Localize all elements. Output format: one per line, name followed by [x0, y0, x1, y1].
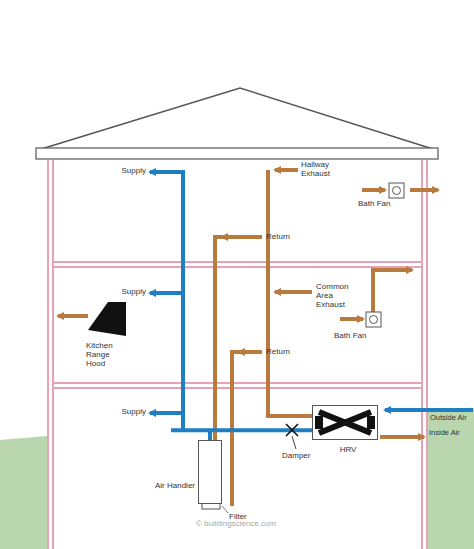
- air-label: Inside Air: [429, 428, 460, 437]
- damper-label: Damper: [282, 451, 310, 460]
- hood-label: Kitchen Range Hood: [86, 341, 128, 368]
- bath-fan: [389, 183, 404, 198]
- leader-line: [222, 506, 228, 513]
- air-label: Outside Air: [430, 413, 467, 422]
- fan-label: Bath Fan: [334, 331, 368, 340]
- node-label: HRV: [333, 445, 363, 454]
- air-handler-box: Air Handler: [198, 440, 222, 504]
- range-hood: [88, 302, 126, 336]
- duct-label: Hallway Exhaust: [301, 160, 341, 178]
- supply-duct: [150, 172, 473, 430]
- house-interior: [47, 160, 428, 549]
- bath-fan: [370, 316, 378, 324]
- duct-label: Supply: [108, 166, 146, 175]
- duct-label: Supply: [108, 407, 146, 416]
- duct-label: Common Area Exhaust: [316, 282, 356, 309]
- damper-symbol: [286, 424, 298, 449]
- bath-fan: [366, 312, 381, 327]
- watermark: © buildingscience.com: [196, 519, 276, 528]
- exhaust-return-ducts: [58, 170, 438, 506]
- fan-label: Bath Fan: [358, 199, 392, 208]
- roof: [38, 88, 436, 150]
- eave: [36, 148, 438, 159]
- bath-fan: [393, 187, 401, 195]
- node-label: Air Handler: [149, 481, 195, 490]
- duct-label: Return: [266, 232, 290, 241]
- hrv-core: [313, 406, 377, 439]
- walls: [48, 160, 427, 549]
- duct-label: Return: [266, 347, 290, 356]
- duct-label: Supply: [108, 287, 146, 296]
- hrv-box: HRV: [312, 405, 378, 440]
